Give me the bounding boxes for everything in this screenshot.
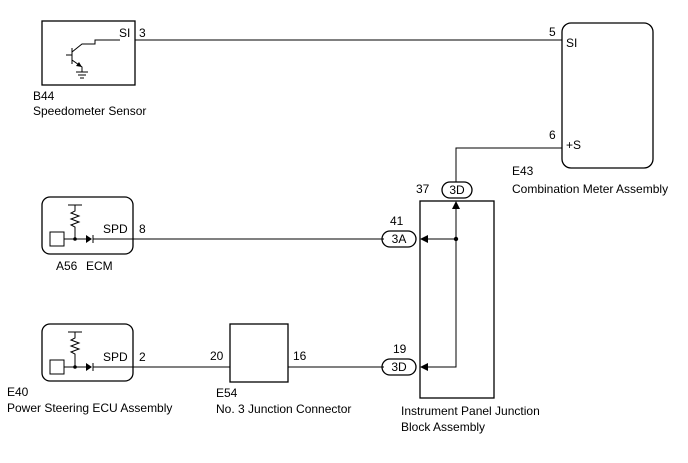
connector-3d-bottom-label: 3D [391,360,407,374]
ecm-code: A56 [56,259,78,273]
junction-connector-box [229,323,289,383]
power-steering-ecu: SPD 2 E40 Power Steering ECU Assembly [7,323,172,415]
ecm-pin-number: 8 [139,222,146,236]
transistor-icon [66,39,120,79]
arrow-up-icon [452,201,460,209]
meter-pin-si-label: SI [566,36,577,50]
connector-3a-pin: 41 [390,214,404,228]
connector-3a-label: 3A [392,232,407,246]
combination-meter-name: Combination Meter Assembly [512,182,668,196]
combination-meter-box [561,22,654,169]
arrow-left-icon [420,235,428,243]
speedometer-sensor-pin-number: 3 [139,26,146,40]
ecm-box [41,196,134,255]
junction-connector-pin-out: 16 [293,349,307,363]
junction-connector-name: No. 3 Junction Connector [216,402,351,416]
connector-3a [381,230,417,248]
ps-ecu-pin-number: 2 [139,350,146,364]
junction-block-box [419,200,495,399]
junction-block-name-line1: Instrument Panel Junction [401,404,540,418]
junction-connector-pin-in: 20 [210,349,224,363]
junction-connector-code: E54 [216,386,238,400]
arrow-left-icon [420,363,428,371]
junction-block-internal-wiring [422,204,457,368]
splice-dot [453,236,459,242]
junction-connector: 20 16 E54 No. 3 Junction Connector [210,323,351,416]
meter-pin-si-number: 5 [549,25,556,39]
speedometer-sensor-pin-label: SI [119,26,130,40]
combination-meter-code: E43 [512,164,534,178]
ps-ecu-code: E40 [7,385,29,399]
ecm: SPD 8 A56 ECM [41,196,146,273]
junction-block-name-line2: Block Assembly [401,420,485,434]
connector-3d-bottom-pin: 19 [393,342,407,356]
connector-3d-bottom [381,358,417,376]
speedometer-sensor: SI 3 B44 Speedometer Sensor [33,20,146,118]
connector-3d-top [441,181,473,199]
ecm-pin-label: SPD [103,222,128,236]
ps-ecu-pin-label: SPD [103,350,128,364]
meter-pin-s-label: +S [566,138,581,152]
wire-junction-block-to-meter-s [455,147,562,182]
instrument-panel-junction-block: 3D 37 3A 41 3D 19 Instrument Panel Junct… [381,181,540,434]
ps-ecu-name: Power Steering ECU Assembly [7,401,172,415]
connector-3d-top-label: 3D [449,183,465,197]
power-steering-ecu-box [41,323,134,382]
ps-ecu-circuit-icon [49,331,130,375]
speedometer-sensor-box [41,20,136,86]
connector-3d-top-pin: 37 [416,182,430,196]
combination-meter: 5 SI 6 +S E43 Combination Meter Assembly [512,22,668,196]
meter-pin-s-number: 6 [549,128,556,142]
speedometer-sensor-name: Speedometer Sensor [33,104,146,118]
ecm-circuit-icon [49,204,130,247]
ecm-name: ECM [86,259,113,273]
speedometer-sensor-code: B44 [33,89,55,103]
